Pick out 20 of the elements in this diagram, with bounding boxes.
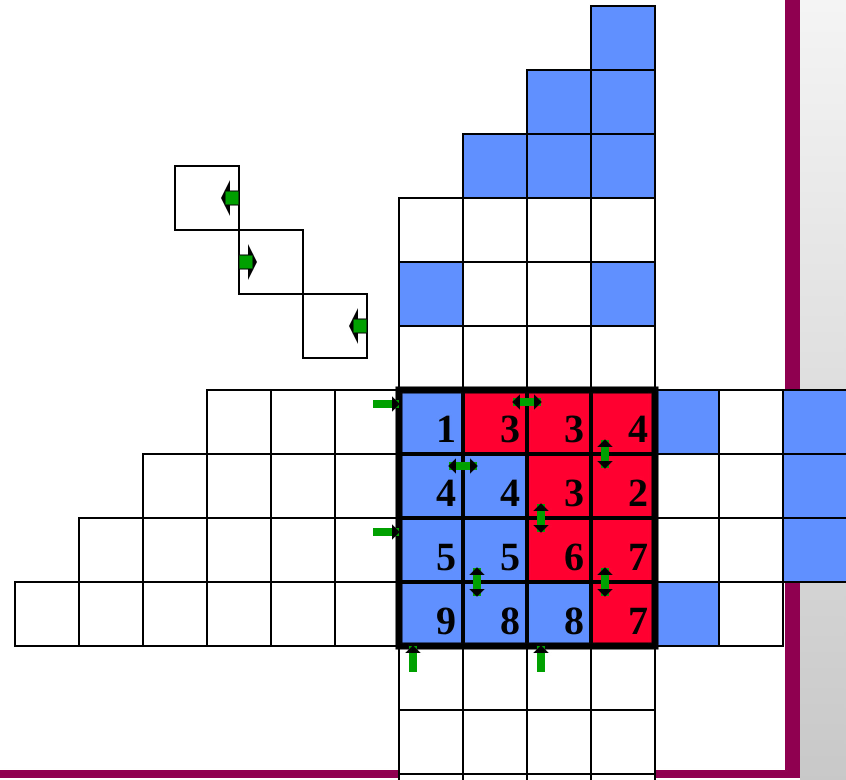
cell-number: 3 bbox=[564, 409, 584, 449]
cell-number: 2 bbox=[628, 473, 648, 513]
grid-cell bbox=[463, 518, 527, 582]
cell-number: 3 bbox=[500, 409, 520, 449]
cell-number: 7 bbox=[628, 601, 648, 641]
cell-number: 8 bbox=[564, 601, 584, 641]
cell-number: 9 bbox=[436, 601, 456, 641]
cell-number: 7 bbox=[628, 537, 648, 577]
cell-number: 3 bbox=[564, 473, 584, 513]
cell-number: 5 bbox=[436, 537, 456, 577]
cell-number: 1 bbox=[436, 409, 456, 449]
cell-number: 8 bbox=[500, 601, 520, 641]
cell-number: 4 bbox=[500, 473, 520, 513]
grid-cell bbox=[527, 518, 591, 582]
cell-number: 6 bbox=[564, 537, 584, 577]
grid-cell bbox=[527, 454, 591, 518]
cell-number: 5 bbox=[500, 537, 520, 577]
grid-cell bbox=[463, 454, 527, 518]
cell-number: 4 bbox=[436, 473, 456, 513]
cell-number: 4 bbox=[628, 409, 648, 449]
